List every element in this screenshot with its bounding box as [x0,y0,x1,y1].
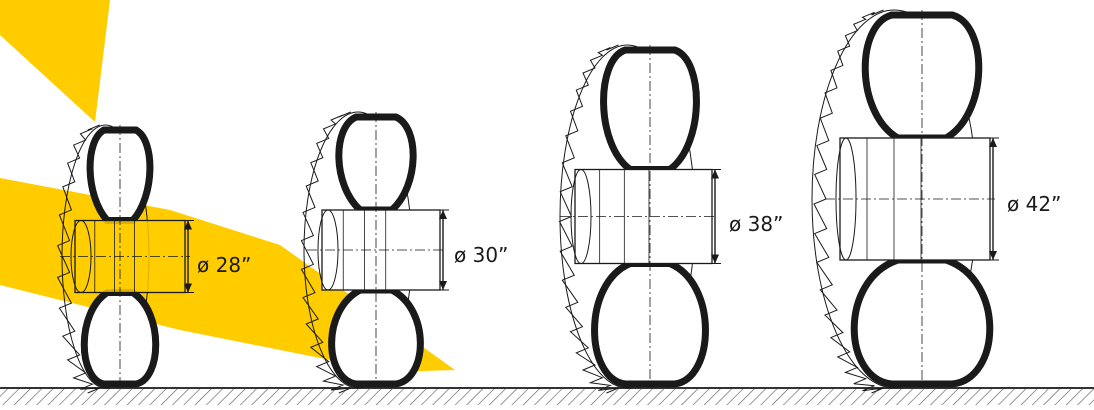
arrow-head-top [989,138,997,147]
arrow-head-bottom [439,281,447,290]
arrow-head-top [184,220,192,230]
wheel-3 [558,44,721,394]
tire-section-bottom [80,289,160,388]
arrow-head-bottom [989,251,997,260]
tread-lugs [813,9,884,394]
wheel-1 [56,124,194,394]
arrow-head-top [711,169,719,179]
wheel-2 [300,111,449,394]
wheels [56,9,999,394]
rim-diameter-label-42: ø 42” [1007,192,1062,216]
tread-lugs [300,111,351,394]
rim-diameter-label-28: ø 28” [197,253,252,277]
ground [0,387,1094,405]
arrow-head-bottom [184,283,192,293]
tread-lugs [56,124,100,394]
arrow-head-bottom [711,254,719,264]
yellow-beam-top [0,0,110,122]
arrow-head-top [439,210,447,219]
rim-diameter-label-38: ø 38” [729,212,784,236]
rim-body [74,219,186,294]
rim-diameter-label-30: ø 30” [454,243,509,267]
wheel-4 [811,9,999,394]
